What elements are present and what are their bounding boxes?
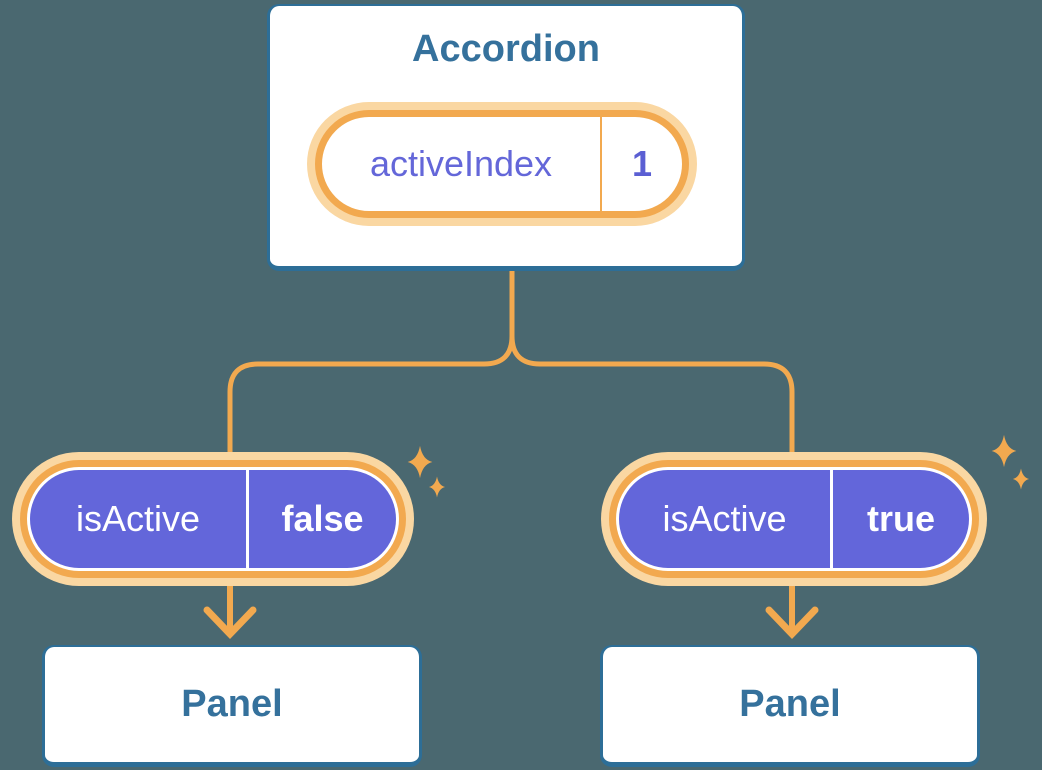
pill-divider xyxy=(600,117,602,211)
panel-title: Panel xyxy=(739,683,841,725)
prop-value-label: true xyxy=(866,498,935,539)
panel-title: Panel xyxy=(181,683,283,725)
state-name-label: activeIndex xyxy=(369,143,553,184)
connector-root-to-left xyxy=(227,270,515,454)
sparkle-icon xyxy=(991,434,1017,468)
arrow-left-head xyxy=(203,606,257,640)
panel-card-left: Panel xyxy=(42,645,422,767)
accordion-component-card: Accordion activeIndex 1 xyxy=(267,4,745,271)
prop-name-label: isActive xyxy=(662,498,787,539)
activeindex-state-pill: activeIndex 1 xyxy=(315,110,689,218)
connector-root-to-right xyxy=(509,270,795,454)
sparkle-icon xyxy=(1012,468,1030,490)
isactive-prop-pill-right: isActive true xyxy=(619,470,969,568)
accordion-title: Accordion xyxy=(412,28,600,70)
prop-value-label: false xyxy=(281,498,364,539)
isactive-prop-pill-left: isActive false xyxy=(30,470,396,568)
arrow-right-head xyxy=(765,606,819,640)
sparkle-icon xyxy=(407,445,433,479)
panel-card-right: Panel xyxy=(600,645,980,767)
pill-divider xyxy=(830,470,833,568)
state-value-label: 1 xyxy=(631,143,653,184)
sparkle-icon xyxy=(428,476,446,498)
pill-divider xyxy=(246,470,249,568)
prop-name-label: isActive xyxy=(75,498,201,539)
